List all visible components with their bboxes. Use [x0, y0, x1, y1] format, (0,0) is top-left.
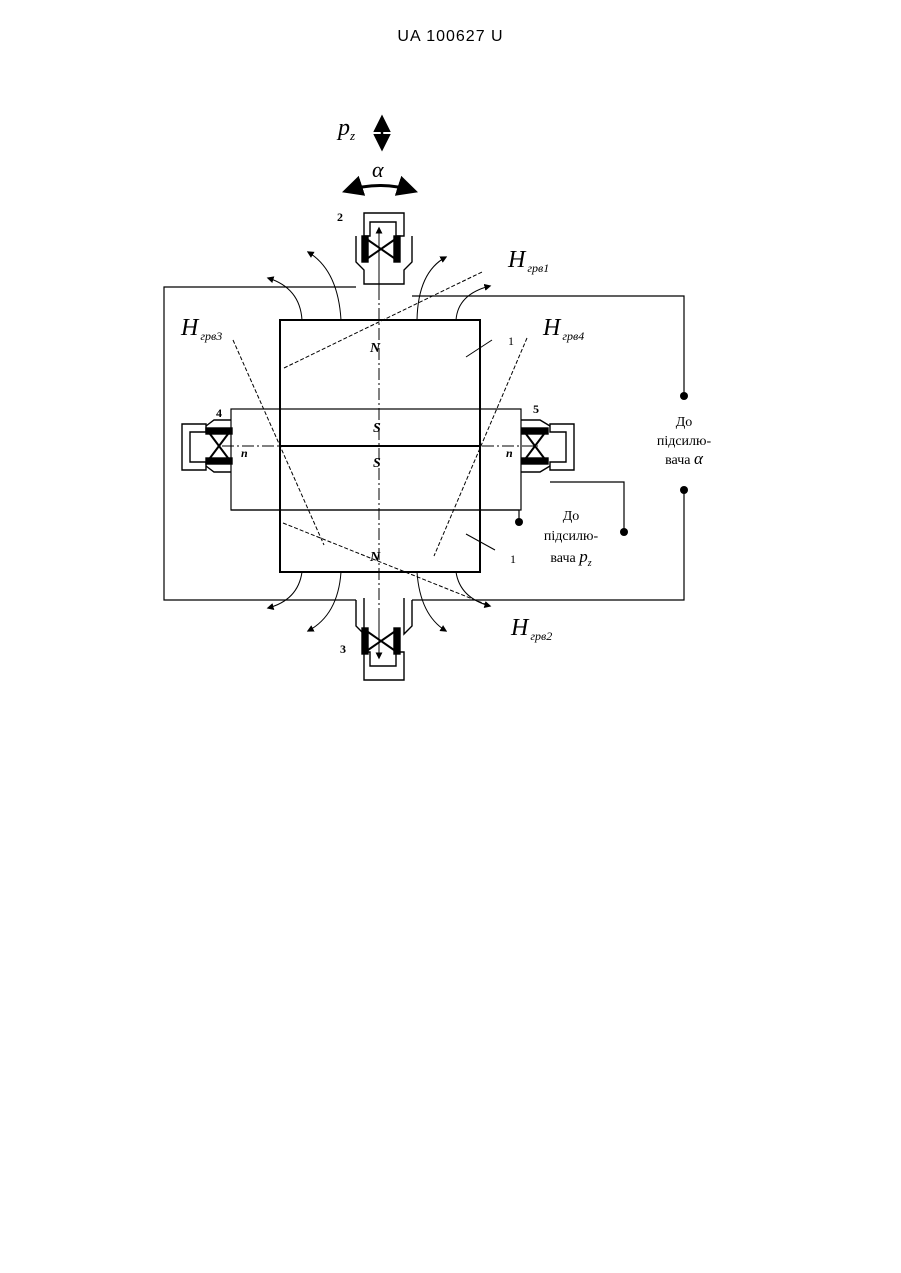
label-3: 3 [340, 642, 346, 656]
h-grv3-label: Hгрв3 [180, 315, 222, 343]
label-5: 5 [533, 402, 539, 416]
svg-text:підсилю-: підсилю- [657, 434, 712, 449]
terminal-pz-left [515, 518, 523, 526]
pole-n-bottom: N [369, 550, 381, 565]
pole-n-top: N [369, 341, 381, 356]
wiring-pz [231, 482, 624, 532]
label-2: 2 [337, 210, 343, 224]
n-left: n [241, 446, 248, 460]
svg-text:вача pz: вача pz [550, 547, 591, 569]
h-grv2-label: Hгрв2 [510, 615, 552, 643]
svg-text:До: До [676, 415, 693, 430]
terminal-pz-right [620, 528, 628, 536]
pole-s-upper: S [373, 421, 381, 436]
label-4: 4 [216, 406, 222, 420]
h-grv4-label: Hгрв4 [542, 315, 584, 343]
label-1-upper: 1 [508, 334, 514, 348]
amplifier-alpha-caption: До підсилю- вача α [657, 415, 712, 468]
label-1-lower: 1 [510, 552, 516, 566]
amplifier-pz-caption: До підсилю- вача pz [544, 509, 599, 569]
sensor-2-top [356, 213, 412, 284]
alpha-label: α [372, 157, 384, 182]
wiring-alpha [164, 287, 684, 600]
sensor-3-bottom [356, 598, 412, 680]
h-grv1-label: Hгрв1 [507, 247, 549, 275]
pole-s-lower: S [373, 456, 381, 471]
alpha-curved-arrow [346, 186, 414, 192]
svg-text:вача α: вача α [665, 449, 704, 468]
svg-text:До: До [563, 509, 580, 524]
pz-label: pz [336, 115, 355, 143]
terminal-alpha-top [680, 392, 688, 400]
n-right: n [506, 446, 513, 460]
terminal-alpha-bottom [680, 486, 688, 494]
svg-text:підсилю-: підсилю- [544, 529, 599, 544]
